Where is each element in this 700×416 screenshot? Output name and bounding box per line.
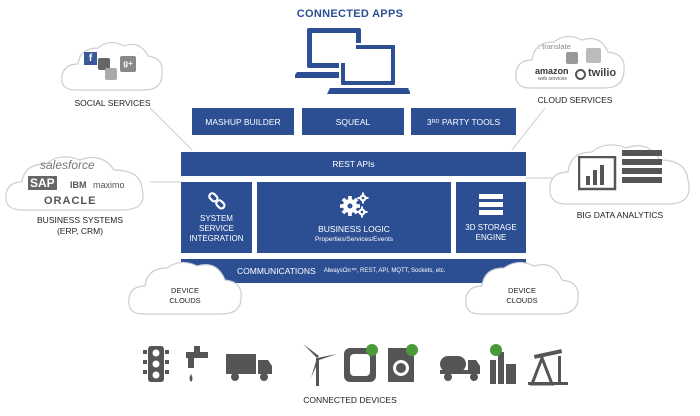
communications-sub: AlwaysOn™, REST, API, MQTT, Sockets, etc… [323,268,446,274]
salesforce-logo: salesforce [40,158,95,172]
ibm-logo: IBM [70,180,87,190]
ssi-line2: SERVICE [199,223,234,233]
big-data-cloud [549,144,690,205]
connected-devices-title: CONNECTED DEVICES [303,395,397,405]
storage-engine-box: 3D STORAGE ENGINE [456,182,526,253]
twitter-icon [98,58,110,70]
business-systems-line1: BUSINESS SYSTEMS [37,215,123,225]
ssi-line3: INTEGRATION [189,233,244,243]
rss-icon [566,52,578,64]
device-clouds-left-cloud [128,261,242,315]
storage-line1: 3D STORAGE [465,222,517,232]
storage-icon [479,193,503,215]
mashup-builder-box: MASHUP BUILDER [192,108,294,135]
business-systems-line2: (ERP, CRM) [56,226,104,236]
app-icon [586,48,601,63]
business-logic-title: BUSINESS LOGIC [318,224,390,234]
squeal-label: SQUEAL [335,116,371,127]
amazon-sub-logo: web services [538,76,567,82]
traffic-light-icon [143,346,169,382]
google-plus-icon: g+ [120,56,136,72]
scanner-icon [344,344,378,382]
data-table-icon [622,150,662,183]
tanker-truck-icon [440,356,480,381]
business-systems-cloud [5,156,144,211]
social-photo-icon [105,68,117,80]
communications-label: COMMUNICATIONS [237,266,316,276]
sap-logo: SAP [28,176,57,190]
twilio-icon [575,69,586,80]
wind-turbine-icon [303,344,337,386]
faucet-icon [186,346,208,382]
gplus-letter: g+ [123,59,133,68]
bar-chart-icon [578,156,617,191]
truck-icon [226,354,272,381]
connected-apps-title: CONNECTED APPS [296,8,404,20]
business-systems-label: BUSINESS SYSTEMS (ERP, CRM) [25,215,135,237]
device-left-line2: CLOUDS [169,296,201,305]
gears-icon [340,192,369,218]
rest-apis-bar: REST APIs [181,152,526,176]
third-party-sup: RD [431,118,440,125]
connected-devices-icons [143,344,568,386]
social-services-cloud [61,41,163,91]
translate-logo: : translate [538,42,571,51]
system-service-integration-box: SYSTEM SERVICE INTEGRATION [181,182,252,253]
washing-machine-icon [388,344,418,382]
cloud-services-label: CLOUD SERVICES [537,95,613,105]
amazon-logo: amazon [535,66,569,76]
facebook-icon: f [84,52,97,65]
squeal-box: SQUEAL [302,108,404,135]
device-clouds-left-label: DEVICE CLOUDS [150,286,220,306]
laptops-icon [295,28,410,94]
third-party-suffix: PARTY TOOLS [439,116,501,127]
device-clouds-right-label: DEVICE CLOUDS [487,286,557,306]
business-logic-sub: Properties/Services/Events [314,236,394,243]
communications-bar: COMMUNICATIONS AlwaysOn™, REST, API, MQT… [181,259,526,283]
ssi-line1: SYSTEM [200,213,233,223]
storage-line2: ENGINE [475,232,507,242]
business-logic-box: BUSINESS LOGIC Properties/Services/Event… [257,182,451,253]
oracle-logo: ORACLE [44,195,97,207]
facebook-letter: f [88,53,93,64]
rest-apis-label: REST APIs [332,159,375,169]
device-clouds-right-cloud [465,261,579,315]
oil-pump-icon [528,349,568,386]
big-data-label: BIG DATA ANALYTICS [576,210,664,220]
device-right-line2: CLOUDS [506,296,538,305]
mashup-builder-label: MASHUP BUILDER [205,116,281,127]
refinery-icon [490,344,516,384]
twilio-logo: twilio [588,67,617,79]
link-chain-icon [207,191,226,210]
social-services-label: SOCIAL SERVICES [74,98,151,108]
maximo-logo: maximo [93,180,125,190]
device-right-line1: DEVICE [508,286,536,295]
device-left-line1: DEVICE [171,286,199,295]
third-party-prefix: 3 [426,116,432,127]
